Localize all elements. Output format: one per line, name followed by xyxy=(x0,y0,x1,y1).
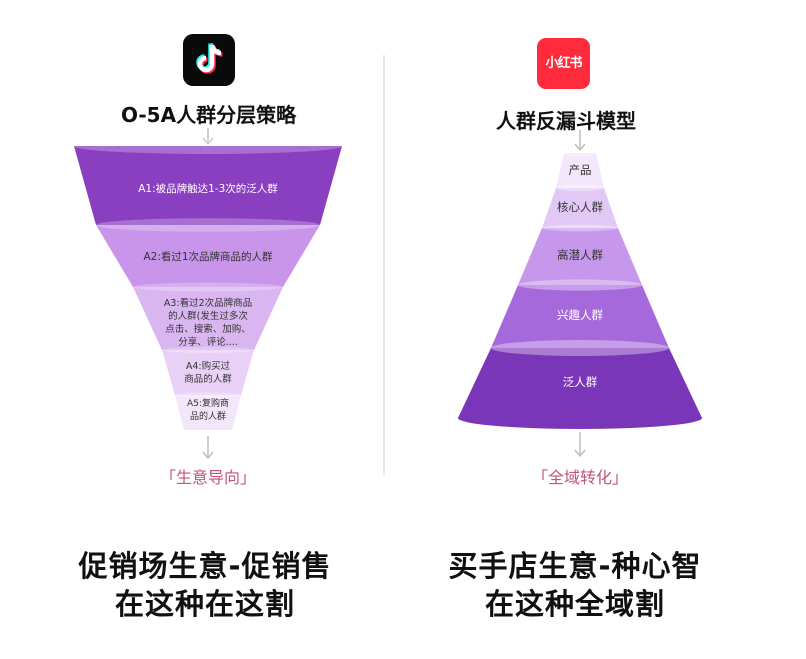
right-layer-1-text: 产品 xyxy=(569,163,592,177)
left-layer-2-text-1: A2:看过1次品牌商品的人群 xyxy=(143,250,273,263)
left-layer-5-text-2: 品的人群 xyxy=(190,410,226,422)
right-layer-3-text: 高潜人群 xyxy=(557,248,603,262)
left-layer-1-text-1: A1:被品牌触达1-3次的泛人群 xyxy=(138,182,278,195)
left-layer-3: A3:看过2次品牌商品的人群(发生过多次点击、搜索、加购、分享、评论.... xyxy=(133,282,283,350)
tiktok-logo-icon xyxy=(183,34,235,86)
left-footer-line-1: 促销场生意-促销售 xyxy=(78,549,332,583)
right-layer-2-text: 核心人群 xyxy=(557,200,603,214)
right-layer-2: 核心人群 xyxy=(542,185,618,232)
right-bottom-arrow xyxy=(574,432,586,458)
right-bottom-label: 「全域转化」 xyxy=(532,468,628,487)
right-footer-line-1: 买手店生意-种心智 xyxy=(448,549,702,583)
right-footer-line-2: 在这种全域割 xyxy=(484,587,665,621)
left-layer-3-text-1: A3:看过2次品牌商品 xyxy=(164,297,252,309)
left-layer-3-text-4: 分享、评论.... xyxy=(178,336,238,348)
left-layer-3-text-3: 点击、搜索、加购、 xyxy=(165,323,251,335)
left-footer-line-2: 在这种在这割 xyxy=(114,587,295,621)
right-footer: 买手店生意-种心智 在这种全域割 xyxy=(410,547,740,623)
right-layer-5: 泛人群 xyxy=(458,339,702,429)
left-layer-3-text-2: 的人群(发生过多次 xyxy=(168,310,248,322)
right-layer-4-text: 兴趣人群 xyxy=(557,308,603,322)
left-top-arrow xyxy=(202,128,214,146)
left-layer-4-text-1: A4:购买过 xyxy=(186,360,231,372)
left-bottom-arrow xyxy=(202,436,214,460)
left-layer-1: A1:被品牌触达1-3次的泛人群 xyxy=(74,137,342,225)
left-footer: 促销场生意-促销售 在这种在这割 xyxy=(40,547,370,623)
left-bottom-label: 「生意导向」 xyxy=(160,468,256,487)
left-title: O-5A人群分层策略 xyxy=(121,103,297,127)
left-layer-5-text-1: A5:复购商 xyxy=(187,397,229,409)
right-title: 人群反漏斗模型 xyxy=(496,109,636,133)
xiaohongshu-logo-text: 小红书 xyxy=(545,56,582,71)
right-layer-5-text: 泛人群 xyxy=(563,375,598,389)
center-divider xyxy=(383,55,385,475)
left-layer-2: A2:看过1次品牌商品的人群 xyxy=(96,218,320,287)
left-layer-4-text-2: 商品的人群 xyxy=(184,373,232,385)
right-top-arrow xyxy=(574,130,586,152)
xiaohongshu-logo: 小红书 xyxy=(537,38,590,89)
